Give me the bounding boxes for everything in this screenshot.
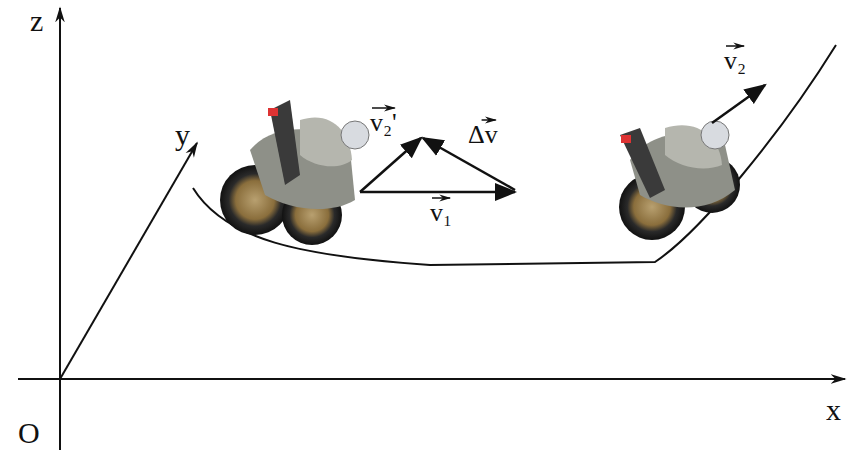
overarrow (372, 107, 395, 109)
vector-label: v₂ (724, 48, 746, 74)
vector-label: v₁ (430, 200, 452, 226)
axis-label: y (175, 120, 190, 150)
motorcycle-left (220, 100, 369, 245)
axis-label: x (826, 395, 841, 425)
vector-label: Δv (468, 122, 498, 148)
track-curve (193, 45, 836, 265)
vector-overarrows (372, 46, 744, 198)
axis-label: O (18, 418, 40, 448)
axes (18, 8, 845, 450)
velocity-vectors (360, 85, 765, 192)
vector-label: v₂' (370, 110, 397, 136)
overarrow (432, 197, 450, 199)
overarrow (482, 119, 496, 121)
motorcycle-right (619, 121, 740, 240)
overarrow (726, 45, 744, 47)
axis-label: z (30, 6, 43, 36)
